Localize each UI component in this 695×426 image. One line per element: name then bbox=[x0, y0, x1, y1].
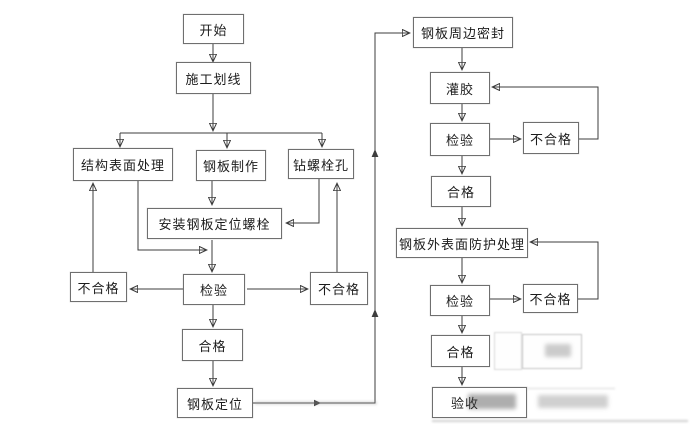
node-unqualified-protection: 不合格 bbox=[523, 284, 578, 313]
node-glue-injection: 灌胶 bbox=[430, 72, 490, 104]
node-acceptance: 验收 bbox=[432, 387, 527, 418]
node-qualified-protection: 合格 bbox=[431, 335, 490, 367]
node-qualified-glue: 合格 bbox=[431, 176, 491, 207]
node-inspection-glue: 检验 bbox=[430, 123, 490, 156]
node-surface-treatment: 结构表面处理 bbox=[73, 148, 173, 181]
node-drill-bolt-holes: 钻螺栓孔 bbox=[288, 149, 354, 179]
node-unqualified-left: 不合格 bbox=[70, 272, 127, 302]
node-install-positioning-bolts: 安装钢板定位螺栓 bbox=[147, 208, 282, 239]
node-plate-fabrication: 钢板制作 bbox=[196, 150, 266, 181]
node-start: 开始 bbox=[183, 14, 244, 44]
node-qualified-left: 合格 bbox=[182, 329, 243, 361]
node-surface-protection: 钢板外表面防护处理 bbox=[396, 228, 528, 258]
node-inspection-left: 检验 bbox=[183, 274, 245, 305]
node-unqualified-glue: 不合格 bbox=[523, 122, 579, 154]
node-edge-sealing: 钢板周边密封 bbox=[413, 17, 513, 48]
node-inspection-protection: 检验 bbox=[430, 285, 490, 316]
node-construction-marking: 施工划线 bbox=[176, 62, 251, 94]
node-plate-positioning: 钢板定位 bbox=[177, 388, 253, 418]
node-unqualified-drill: 不合格 bbox=[310, 272, 368, 305]
